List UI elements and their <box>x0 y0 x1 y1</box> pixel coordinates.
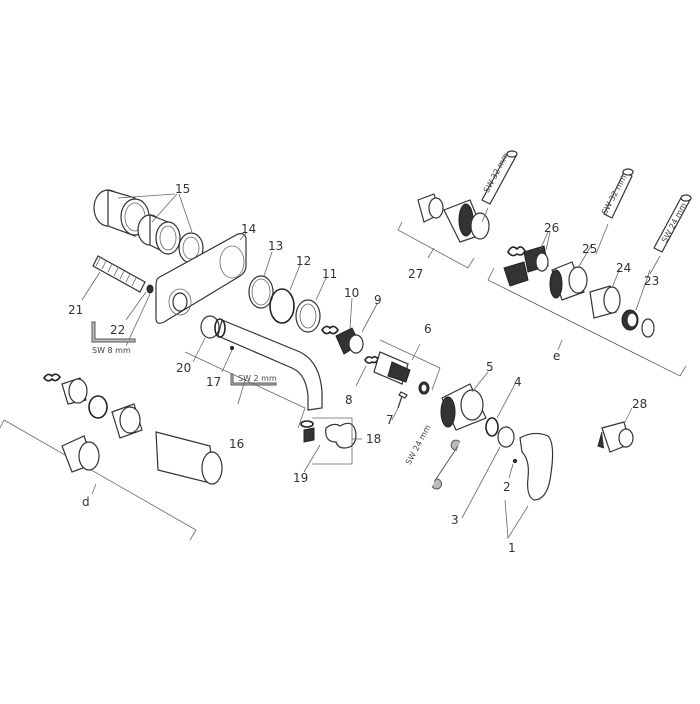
label-part-14: 14 <box>241 222 257 236</box>
wrench-24mm-icon <box>431 439 461 490</box>
part-20-ring <box>200 315 220 339</box>
part-13-ring <box>248 275 274 309</box>
label-part-5: 5 <box>486 360 494 374</box>
label-part-12: 12 <box>296 254 312 268</box>
part-21-threaded-rod <box>92 255 154 294</box>
label-part-24: 24 <box>616 261 632 275</box>
label-part-15: 15 <box>175 182 191 196</box>
part-16-spout <box>217 319 323 411</box>
label-part-21: 21 <box>68 303 84 317</box>
part-17-grub-screw <box>229 345 235 351</box>
label-part-17: 17 <box>206 375 222 389</box>
label-part-7: 7 <box>386 413 394 427</box>
part-18-key <box>325 422 357 449</box>
part-14-cover-plate <box>155 233 247 324</box>
label-part-6: 6 <box>424 322 432 336</box>
allen-key-8mm-icon <box>91 321 136 343</box>
part-19-aerator <box>303 427 315 443</box>
label-part-26: 26 <box>544 221 560 235</box>
label-part-23: 23 <box>644 274 660 288</box>
part-4-o-ring <box>485 417 499 437</box>
label-group-e: e <box>553 349 561 363</box>
part-12-o-ring <box>269 288 295 324</box>
label-part-25: 25 <box>582 242 598 256</box>
part-2-screw <box>512 458 518 464</box>
label-part-4: 4 <box>514 375 522 389</box>
label-part-20: 20 <box>176 361 192 375</box>
label-part-10: 10 <box>344 286 360 300</box>
label-part-11: 11 <box>322 267 338 281</box>
label-group-d: d <box>82 495 90 509</box>
tool-label-sw8: SW 8 mm <box>92 346 131 355</box>
label-part-22: 22 <box>110 323 126 337</box>
label-part-27: 27 <box>408 267 424 281</box>
label-part-19: 19 <box>293 471 309 485</box>
label-part-8: 8 <box>345 393 353 407</box>
label-part-3: 3 <box>451 513 459 527</box>
group-e-bracket <box>487 267 687 377</box>
tool-label-sw2: SW 2 mm <box>238 374 277 383</box>
label-part-28: 28 <box>632 397 648 411</box>
label-part-9: 9 <box>374 293 382 307</box>
part-15-sleeves <box>93 189 204 264</box>
label-part-1: 1 <box>508 541 516 555</box>
part-10-seal <box>321 325 339 335</box>
label-part-18: 18 <box>366 432 382 446</box>
part-3-sleeve <box>497 426 515 448</box>
part-1-lever-handle <box>519 432 554 501</box>
label-part-16: 16 <box>229 437 245 451</box>
label-part-13: 13 <box>268 239 284 253</box>
part-7-screw <box>397 391 408 409</box>
label-part-2: 2 <box>503 480 511 494</box>
